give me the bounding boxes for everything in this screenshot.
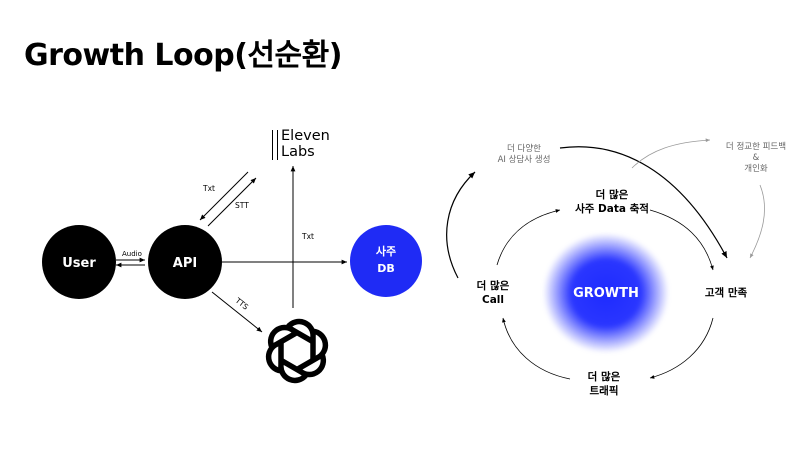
loop-node-ai-line2: AI 상담사 생성	[497, 155, 551, 165]
elevenlabs-line2: Labs	[281, 144, 315, 160]
txt-right-label: Txt	[301, 232, 314, 241]
loop-node-feedback: 더 정교한 피드백 & 개인화	[716, 142, 796, 175]
loop-node-satisfaction-label: 고객 만족	[704, 287, 748, 299]
loop-node-ai-line1: 더 다양한	[507, 144, 541, 154]
grey-arrow-to-feedback	[631, 138, 711, 169]
loop-node-feedback-line1: 더 정교한 피드백	[725, 142, 787, 152]
user-node	[42, 225, 116, 299]
loop-node-feedback-line2: &	[752, 153, 760, 163]
audio-label: Audio	[122, 250, 142, 258]
saju-db-node	[350, 225, 422, 297]
api-node-label: API	[173, 256, 197, 271]
loop-node-call-line2: Call	[482, 294, 504, 306]
loop-node-traffic: 더 많은 트래픽	[576, 370, 632, 398]
loop-node-traffic-line2: 트래픽	[589, 385, 619, 397]
loop-node-call-line1: 더 많은	[476, 280, 510, 292]
openai-logo-icon	[265, 318, 329, 384]
growth-label: GROWTH	[573, 285, 639, 301]
loop-node-traffic-line1: 더 많은	[587, 371, 621, 383]
saju-db-label-line1: 사주	[376, 244, 396, 258]
loop-node-data-line2: 사주 Data 축적	[575, 203, 649, 215]
api-to-elevenlabs-arrow	[207, 177, 257, 227]
stt-label: STT	[235, 201, 249, 210]
loop-node-call: 더 많은 Call	[468, 279, 518, 307]
loop-arrow-data-to-satisfaction	[649, 209, 714, 271]
outer-arrow-ai-to-satisfaction	[559, 146, 728, 259]
user-node-label: User	[62, 256, 96, 271]
page-title: Growth Loop(선순환)	[24, 38, 342, 73]
loop-node-satisfaction: 고객 만족	[698, 286, 754, 300]
txt-upper-label: Txt	[202, 184, 215, 193]
loop-arrow-satisfaction-to-traffic	[649, 317, 714, 379]
outer-arrow-call-to-ai	[446, 171, 476, 279]
grey-arrow-feedback-to-satisfaction	[749, 184, 765, 259]
api-node	[148, 225, 222, 299]
growth-blob	[543, 233, 669, 353]
saju-db-label-line2: DB	[377, 262, 395, 275]
loop-node-feedback-line3: 개인화	[744, 164, 768, 174]
loop-node-data-line1: 더 많은	[595, 189, 629, 201]
api-to-openai-arrow	[211, 291, 263, 333]
elevenlabs-bars-icon	[272, 130, 278, 160]
loop-node-data: 더 많은 사주 Data 축적	[572, 188, 652, 216]
loop-node-ai-counselors: 더 다양한 AI 상담사 생성	[486, 144, 562, 166]
elevenlabs-to-api-arrow	[199, 171, 249, 221]
loop-arrow-traffic-to-call	[502, 317, 571, 380]
loop-arrow-call-to-data	[496, 209, 561, 266]
tts-label: TTS	[233, 295, 250, 311]
elevenlabs-line1: Eleven	[281, 128, 330, 144]
